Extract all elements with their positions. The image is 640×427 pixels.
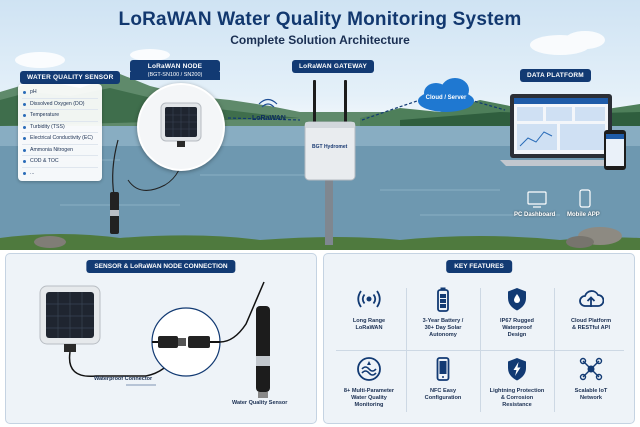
list-item: COD & TOC	[22, 156, 98, 168]
pc-dashboard-label: PC Dashboard	[514, 212, 556, 218]
list-item: Ammonia Nitrogen	[22, 145, 98, 156]
wireless-signal-icon	[357, 290, 381, 308]
mobile-app-label: Mobile APP	[567, 212, 600, 218]
cloud-server-label: Cloud / Server	[425, 95, 467, 101]
feature-ip67: IP67 Rugged Waterproof Design	[480, 280, 554, 350]
list-item: Electrical Conductivity (EC)	[22, 133, 98, 145]
shield-icon	[508, 288, 526, 311]
feature-text: 3-Year Battery / 30+ Day Solar Autonomy	[422, 318, 464, 338]
features-panel-title: KEY FEATURES	[446, 260, 512, 273]
feature-text: NFC Easy Configuration	[424, 388, 462, 401]
connection-panel-title: SENSOR & LoRaWAN NODE CONNECTION	[86, 260, 236, 273]
sensor-parameter-list: pH Dissolved Oxygen (DO) Temperature Tur…	[18, 84, 102, 181]
solar-node-icon	[160, 102, 202, 147]
connection-panel: SENSOR & LoRaWAN NODE CONNECTION Waterpr…	[5, 253, 317, 424]
feature-multi-parameter: 8+ Multi-Parameter Water Quality Monitor…	[332, 350, 406, 420]
feature-text: Cloud Platform & RESTful API	[570, 318, 612, 331]
water-quality-sensor-label: WATER QUALITY SENSOR	[20, 71, 121, 84]
water-wave-icon	[357, 357, 381, 381]
feature-lightning: Lightning Protection & Corrosion Resista…	[480, 350, 554, 420]
page-subtitle: Complete Solution Architecture	[230, 33, 410, 47]
lorawan-node-device	[137, 83, 225, 171]
architecture-scene: LoRaWAN Water Quality Monitoring System …	[0, 0, 640, 250]
smartphone-icon	[436, 357, 450, 381]
landscape-background	[0, 74, 640, 250]
battery-icon	[437, 287, 449, 312]
lightning-shield-icon	[508, 358, 526, 381]
connection-diagram	[39, 281, 270, 398]
feature-nfc: NFC Easy Configuration	[406, 350, 480, 420]
feature-text: Scalable IoT Network	[574, 388, 608, 401]
list-item: Temperature	[22, 110, 98, 122]
lorawan-link-label: LoRaWAN	[252, 115, 286, 122]
feature-battery: 3-Year Battery / 30+ Day Solar Autonomy	[406, 280, 480, 350]
list-item: Dissolved Oxygen (DO)	[22, 99, 98, 110]
features-panel: KEY FEATURES Long Range LoRaWAN	[323, 253, 635, 424]
feature-text: IP67 Rugged Waterproof Design	[500, 318, 534, 338]
feature-scalable-network: Scalable IoT Network	[554, 350, 628, 420]
feature-text: 8+ Multi-Parameter Water Quality Monitor…	[343, 388, 395, 408]
lorawan-gateway-label: LoRaWAN GATEWAY	[292, 60, 375, 73]
features-grid: Long Range LoRaWAN 3-Year Battery / 30+ …	[332, 280, 628, 420]
list-item: pH	[22, 87, 98, 99]
network-nodes-icon	[579, 357, 603, 381]
list-item: ...	[22, 168, 98, 180]
feature-cloud-platform: Cloud Platform & RESTful API	[554, 280, 628, 350]
list-item: Turbidity (TSS)	[22, 122, 98, 133]
feature-text: Long Range LoRaWAN	[352, 318, 386, 331]
page-title: LoRaWAN Water Quality Monitoring System	[118, 9, 522, 30]
lorawan-node-model: (BGT-SN100 / SN200)	[130, 72, 220, 80]
data-platform-label: DATA PLATFORM	[520, 69, 591, 82]
feature-text: Lightning Protection & Corrosion Resista…	[489, 388, 545, 408]
cloud-upload-icon	[579, 290, 604, 307]
water-quality-sensor-caption: Water Quality Sensor	[232, 400, 288, 406]
lorawan-node-label: LoRaWAN NODE	[130, 60, 220, 73]
waterproof-connector-label: Waterproof Connector	[94, 376, 153, 382]
gateway-brand: BGT Hydromet	[312, 144, 348, 150]
feature-long-range: Long Range LoRaWAN	[332, 280, 406, 350]
